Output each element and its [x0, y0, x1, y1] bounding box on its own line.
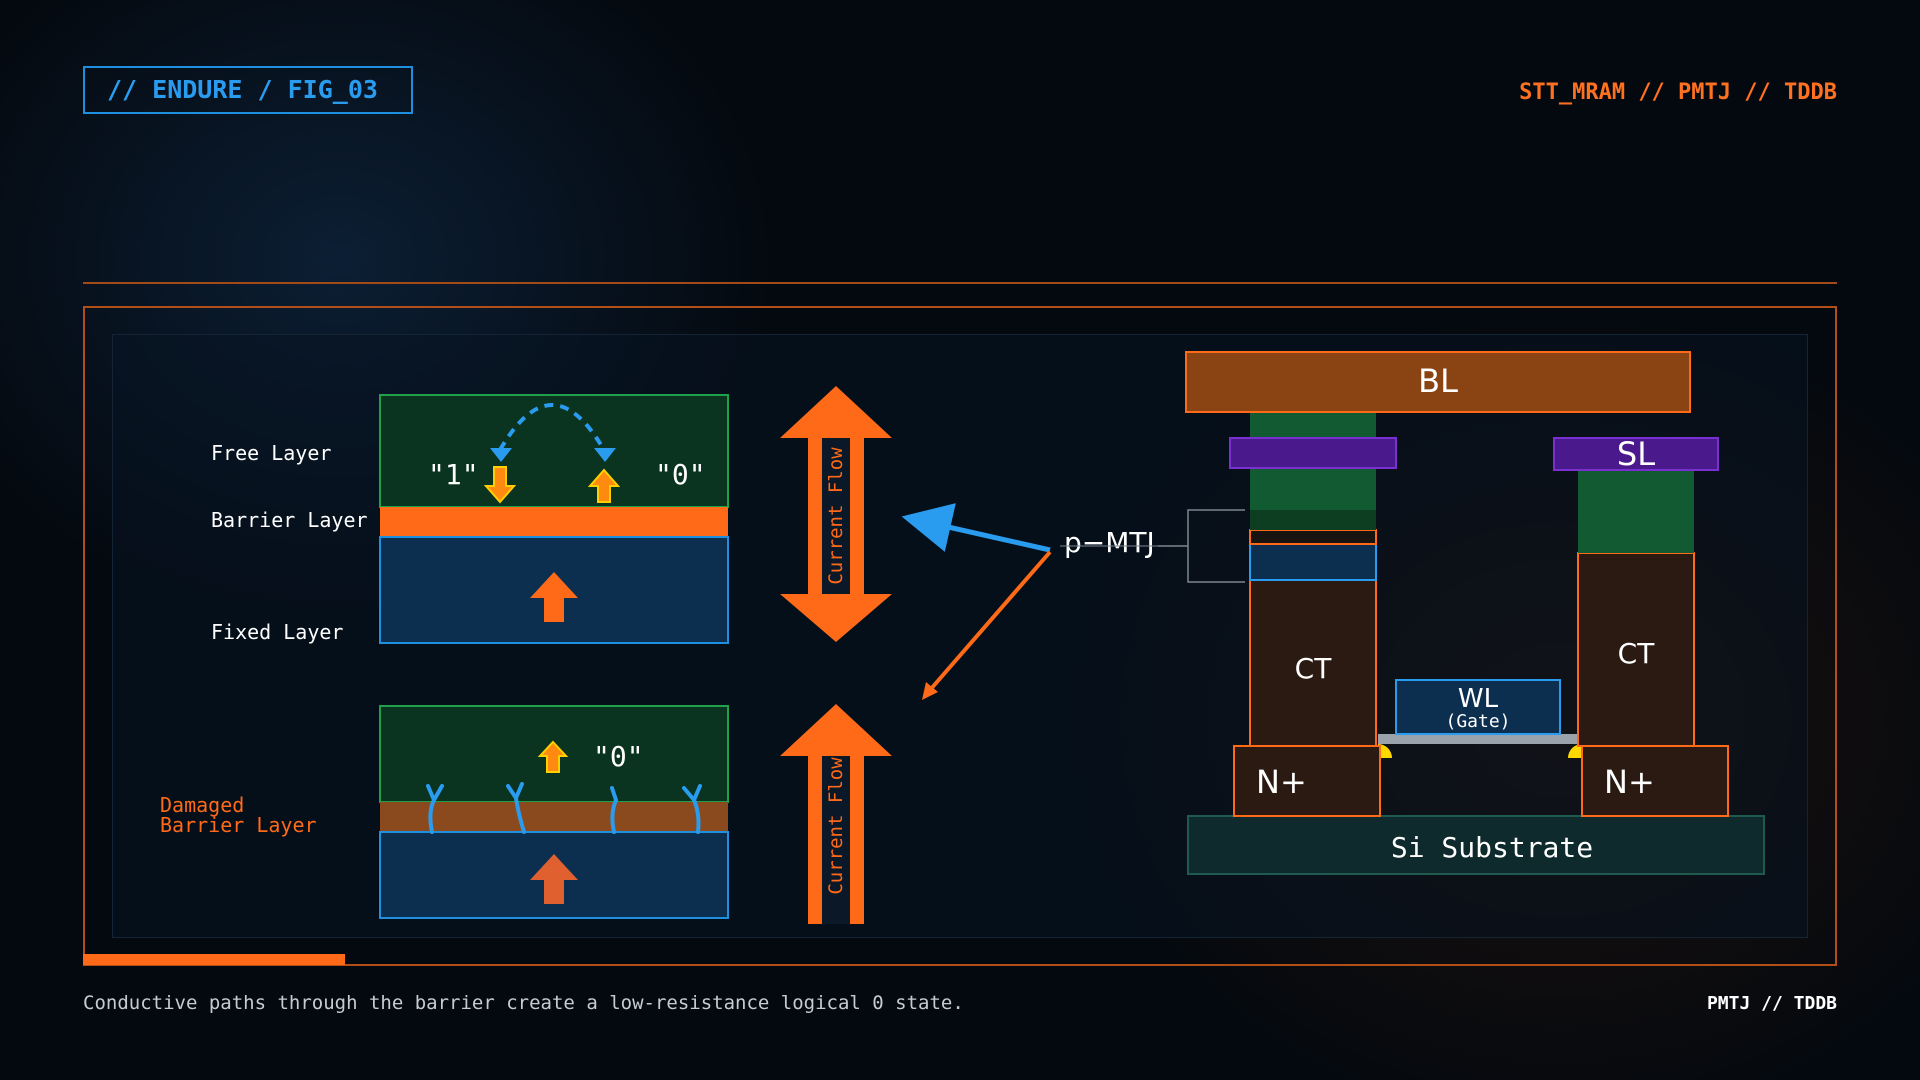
conductive-filaments [426, 782, 702, 834]
sl-label: SL [1617, 435, 1655, 473]
current-flow-label-bottom: Current Flow [825, 757, 847, 895]
pointer-arrow-blue [901, 503, 1051, 553]
n-plus-left-label: N+ [1256, 763, 1307, 801]
word-line-gate [1395, 679, 1561, 735]
left-contact-cap [1229, 437, 1397, 469]
memory-cell: Si Substrate N+ N+ WL (Gate) CT CT SL BL [1185, 351, 1765, 875]
junction-right [1568, 744, 1582, 758]
junction-left [1378, 744, 1392, 758]
damaged-label-line1: Damaged [160, 793, 244, 817]
pointer-arrowhead-orange [922, 682, 938, 700]
ct-right [1577, 552, 1695, 747]
bit-line [1185, 351, 1691, 413]
damaged-state-0-label: "0" [593, 740, 644, 773]
ct-left-label: CT [1295, 652, 1333, 685]
pointer-arrow-orange [928, 550, 1052, 692]
switch-arrowhead-left [490, 448, 512, 462]
ct-right-label: CT [1618, 637, 1656, 670]
figure-tag: // ENDURE / FIG_03 [83, 66, 413, 114]
topic-tags: STT_MRAM // PMTJ // TDDB [1519, 80, 1837, 105]
figure-panel [83, 306, 1837, 966]
current-flow-upward: Current Flow [780, 704, 892, 924]
header-divider [83, 282, 1837, 284]
si-substrate-label: Si Substrate [1391, 831, 1593, 864]
mtj-fixed-layer [1249, 543, 1377, 581]
damaged-barrier-box [380, 802, 728, 832]
fixed-layer-label: Fixed Layer [211, 620, 343, 644]
mtj-free-layer [1250, 510, 1376, 530]
barrier-layer-label: Barrier Layer [211, 508, 368, 532]
wl-label: WL [1458, 684, 1499, 714]
damaged-free-up-arrow-icon [537, 740, 569, 773]
switch-arrowhead-right [594, 448, 616, 462]
pmtj-bracket [1158, 509, 1245, 583]
source-line [1553, 437, 1719, 471]
free-down-arrow-icon [483, 466, 517, 504]
si-substrate [1187, 815, 1765, 875]
state-0-label: "0" [655, 458, 706, 491]
footer-tags: PMTJ // TDDB [1706, 993, 1837, 1014]
mtj-barrier-layer [1249, 529, 1377, 545]
pmtj-label: p−MTJ [1064, 526, 1155, 559]
n-plus-right-label: N+ [1604, 763, 1655, 801]
gate-oxide [1378, 734, 1582, 744]
damaged-fixed-up-arrow-icon [530, 854, 578, 904]
mtj-normal: "1" "0" Free Layer Barrier Layer Fixed L… [211, 394, 729, 644]
figure-caption: Conductive paths through the barrier cre… [83, 992, 964, 1014]
n-plus-left [1233, 745, 1381, 817]
switching-arc [498, 403, 606, 452]
right-via [1578, 470, 1694, 553]
free-up-arrow-icon [587, 468, 621, 503]
bl-label: BL [1418, 362, 1458, 400]
gate-label: (Gate) [1445, 711, 1510, 732]
progress-bar [83, 954, 345, 965]
current-flow-bidirectional: Current Flow [780, 386, 892, 642]
ct-left [1249, 579, 1377, 747]
damaged-label-line2: Barrier Layer [160, 813, 317, 837]
n-plus-right [1581, 745, 1729, 817]
fixed-up-arrow-icon [530, 572, 578, 622]
barrier-layer-box [380, 507, 728, 537]
current-flow-label-top: Current Flow [825, 447, 847, 585]
state-1-label: "1" [428, 458, 479, 491]
mtj-damaged: "0" Damaged Barrier Layer [160, 705, 729, 919]
free-layer-label: Free Layer [211, 441, 331, 465]
